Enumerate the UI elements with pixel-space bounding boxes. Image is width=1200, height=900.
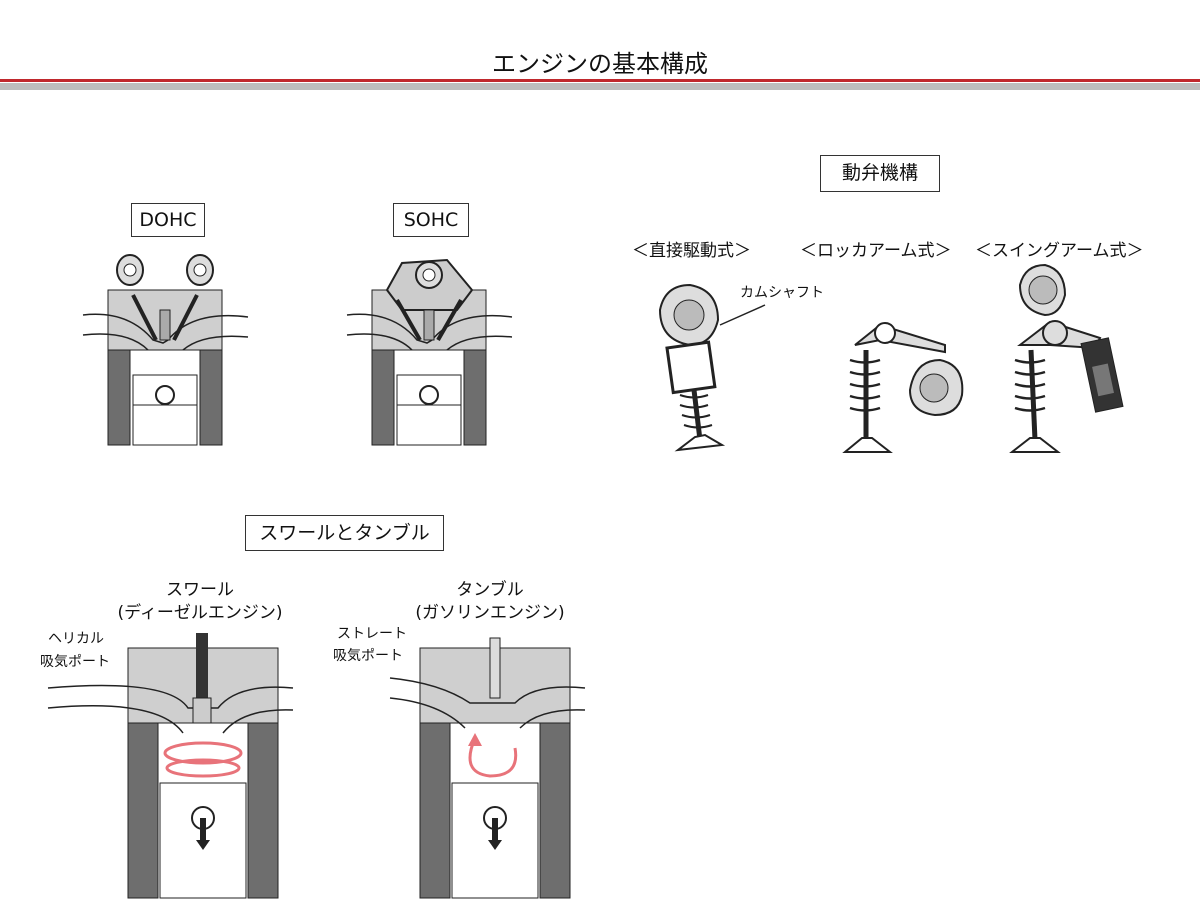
straight-label: ストレート — [337, 626, 407, 642]
direct-drive-drawing — [658, 283, 766, 452]
dohc-label: DOHC — [131, 203, 205, 237]
helical-label: ヘリカル — [48, 631, 104, 647]
tumble-flow-arrow — [468, 737, 518, 778]
sohc-engine-drawing — [346, 258, 513, 446]
sohc-label: SOHC — [393, 203, 469, 237]
swing-arm-label: ＜スイングアーム式＞ — [975, 241, 1144, 261]
camshaft-label: カムシャフト — [740, 285, 824, 301]
dohc-engine-drawing — [82, 254, 249, 446]
rocker-arm-drawing — [842, 322, 964, 453]
tumble-engine-drawing — [389, 637, 586, 899]
swirl-title: スワール — [166, 580, 234, 600]
header-grey-band — [0, 83, 1200, 90]
page-title: エンジンの基本構成 — [492, 50, 708, 78]
tumble-intake-port-label: 吸気ポート — [333, 648, 403, 664]
tumble-engine-type: (ガソリンエンジン) — [415, 603, 565, 623]
valve-train-title: 動弁機構 — [820, 155, 940, 192]
swirl-engine-type: (ディーゼルエンジン) — [117, 603, 283, 623]
swirl-flow-arrow — [163, 741, 243, 765]
direct-drive-label: ＜直接駆動式＞ — [632, 241, 751, 261]
swirl-tumble-title: スワールとタンブル — [245, 515, 444, 551]
rocker-arm-label: ＜ロッカアーム式＞ — [800, 241, 952, 261]
swirl-engine-drawing — [47, 633, 294, 899]
swirl-intake-port-label: 吸気ポート — [40, 654, 110, 670]
tumble-title: タンブル — [456, 580, 524, 600]
swing-arm-drawing — [1009, 263, 1124, 453]
header-red-rule — [0, 79, 1200, 82]
camshaft-pointer — [719, 304, 766, 326]
